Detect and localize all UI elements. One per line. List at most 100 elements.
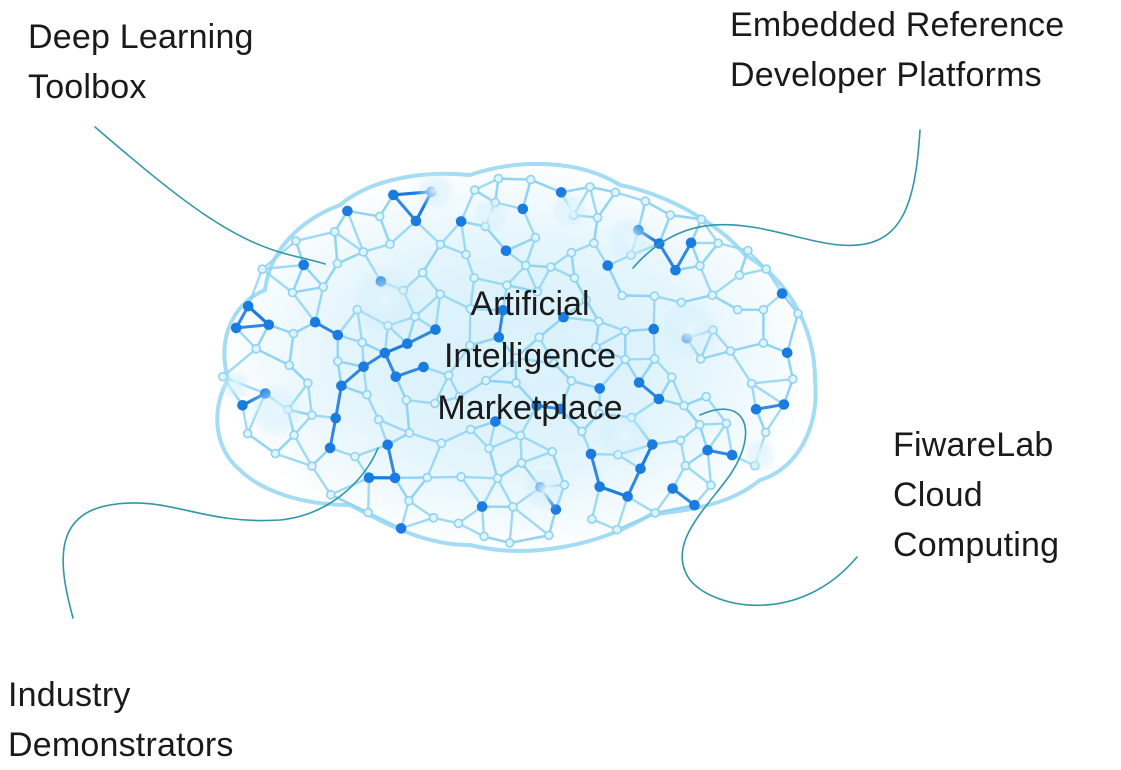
brain-node (722, 419, 730, 427)
brain-node (518, 459, 526, 467)
brain-node (671, 266, 680, 275)
center-line-2: Intelligence (385, 330, 675, 382)
brain-node (677, 436, 685, 444)
brain-node (375, 416, 383, 424)
brain-node (289, 289, 297, 297)
brain-node (728, 451, 737, 460)
node-embedded-reference-platforms: Embedded Reference Developer Platforms (730, 0, 1064, 100)
brain-node (548, 448, 556, 456)
brain-node (586, 183, 594, 191)
brain-node (762, 428, 770, 436)
brain-node (518, 204, 527, 213)
brain-node (292, 237, 300, 245)
node-line: FiwareLab (893, 420, 1059, 470)
brain-node (502, 246, 511, 255)
brain-node (364, 509, 372, 517)
node-line: Computing (893, 520, 1059, 570)
brain-node (506, 539, 514, 547)
brain-node (736, 271, 744, 279)
brain-node (744, 247, 752, 255)
brain-node (423, 474, 431, 482)
node-line: Developer Platforms (730, 50, 1064, 100)
brain-edge (461, 477, 497, 479)
brain-node (264, 320, 273, 329)
brain-node (238, 401, 247, 410)
brain-node (252, 345, 260, 353)
brain-node (748, 380, 756, 388)
node-industry-demonstrators: Industry Demonstrators (8, 670, 234, 770)
brain-node (651, 509, 659, 517)
brain-node (405, 497, 413, 505)
node-line: Toolbox (28, 62, 254, 112)
brain-edge (427, 477, 461, 478)
brain-node (285, 361, 293, 369)
brain-node (343, 207, 352, 216)
node-fiwarelab-cloud-computing: FiwareLab Cloud Computing (893, 420, 1059, 570)
brain-node (334, 357, 342, 365)
center-label: Artificial Intelligence Marketplace (385, 278, 675, 434)
brain-edge (498, 179, 530, 180)
brain-node (696, 262, 704, 270)
brain-node (331, 414, 340, 423)
brain-node (290, 330, 298, 338)
brain-node (603, 261, 612, 270)
node-line: Deep Learning (28, 12, 254, 62)
brain-node (587, 450, 596, 459)
brain-node (271, 450, 279, 458)
brain-node (457, 217, 466, 226)
brain-node (480, 532, 488, 540)
brain-node (636, 464, 645, 473)
brain-node (319, 283, 327, 291)
brain-node (794, 310, 802, 318)
brain-node (567, 249, 575, 257)
brain-node (386, 240, 394, 248)
brain-node (437, 439, 445, 447)
brain-node (696, 421, 704, 429)
brain-node (727, 347, 735, 355)
brain-node (471, 186, 479, 194)
node-line: Demonstrators (8, 720, 234, 770)
brain-node (333, 331, 342, 340)
brain-node (681, 462, 689, 470)
brain-node (311, 318, 320, 327)
brain-node (690, 501, 699, 510)
brain-node (759, 339, 767, 347)
brain-node (762, 265, 770, 273)
brain-node (299, 260, 308, 269)
brain-node (258, 265, 266, 273)
brain-node (419, 269, 427, 277)
brain-node (244, 430, 252, 438)
brain-node (611, 188, 619, 196)
node-line: Cloud (893, 470, 1059, 520)
brain-node (326, 443, 335, 452)
brain-node (778, 289, 787, 298)
brain-node (376, 212, 384, 220)
brain-node (702, 393, 710, 401)
brain-node (595, 482, 604, 491)
brain-node (457, 473, 465, 481)
brain-node (359, 362, 368, 371)
brain-node (714, 239, 722, 247)
brain-node (363, 391, 371, 399)
brain-node (485, 445, 493, 453)
brain-node (697, 215, 705, 223)
brain-node (734, 306, 742, 314)
brain-node (779, 400, 788, 409)
brain-node (703, 446, 712, 455)
brain-node (641, 197, 649, 205)
brain-node (707, 481, 715, 489)
brain-node (308, 462, 316, 470)
brain-node (331, 228, 339, 236)
brain-node (783, 348, 792, 357)
brain-node (389, 190, 398, 199)
brain-node (454, 519, 462, 527)
brain-node (588, 515, 596, 523)
brain-node (590, 239, 598, 247)
brain-node (383, 440, 392, 449)
brain-node (680, 402, 688, 410)
brain-node (391, 473, 400, 482)
brain-node (547, 263, 555, 271)
brain-node (232, 323, 241, 332)
brain-node (708, 291, 716, 299)
brain-node (527, 176, 535, 184)
